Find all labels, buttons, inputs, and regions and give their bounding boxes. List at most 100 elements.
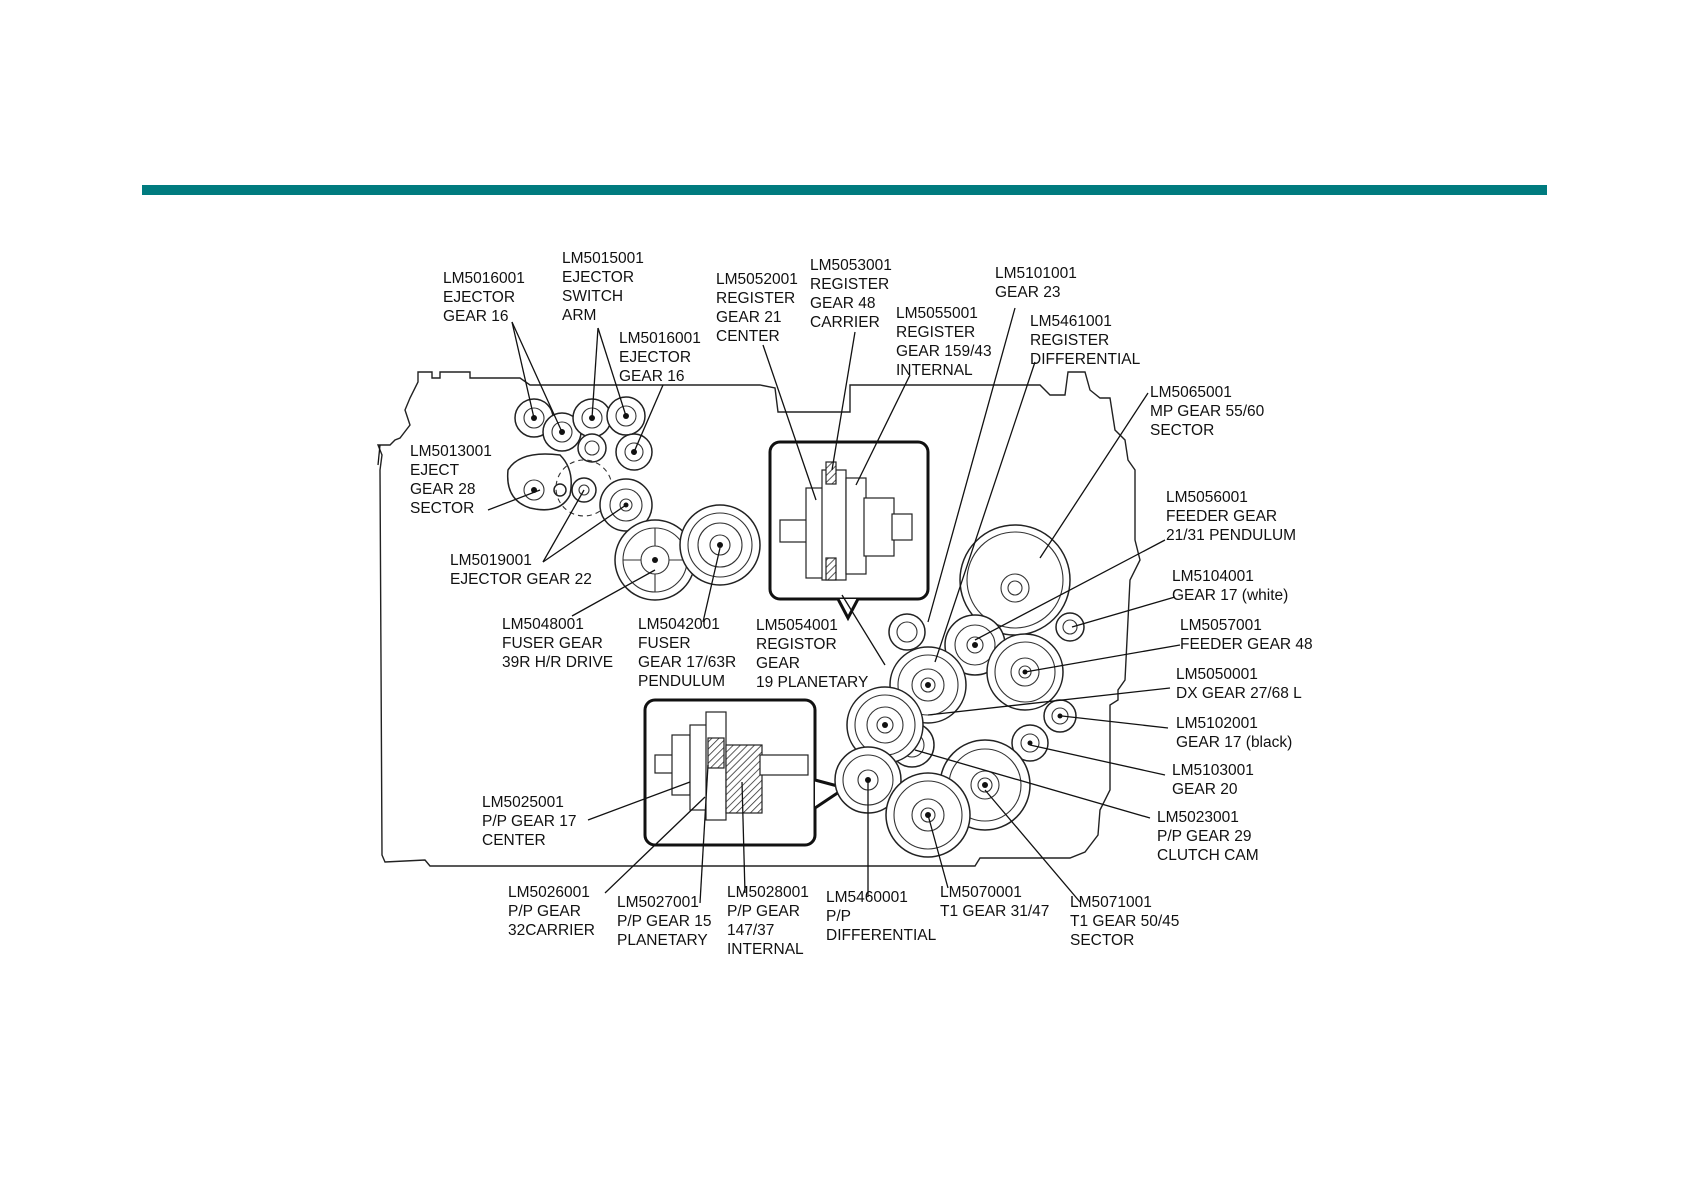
callout-line: GEAR 17/63R <box>638 654 736 671</box>
callout-line: GEAR 28 <box>410 481 475 498</box>
leader-lines <box>487 307 1181 904</box>
callout-line: T1 GEAR 50/45 <box>1070 913 1179 930</box>
callout-line: LM5016001 <box>443 270 525 287</box>
callout-line: LM5050001 <box>1176 666 1258 683</box>
callout-line: 32CARRIER <box>508 922 595 939</box>
callout-line: GEAR 17 (white) <box>1172 587 1288 604</box>
callout-line: P/P GEAR 17 <box>482 813 576 830</box>
callout-t131: LM5070001 T1 GEAR 31/47 <box>940 884 1049 920</box>
callout-line: EJECTOR GEAR 22 <box>450 571 592 588</box>
callout-line: P/P GEAR <box>508 903 581 920</box>
callout-line: LM5461001 <box>1030 313 1112 330</box>
callout-line: EJECTOR <box>619 349 691 366</box>
main-gear-train <box>834 524 1085 858</box>
callout-line: P/P GEAR 15 <box>617 913 711 930</box>
header-bar <box>142 185 1547 195</box>
callout-line: LM5023001 <box>1157 809 1239 826</box>
callout-line: P/P <box>826 908 851 925</box>
callout-line: GEAR 16 <box>619 368 684 385</box>
callout-line: 21/31 PENDULUM <box>1166 527 1296 544</box>
callout-line: REGISTER <box>1030 332 1109 349</box>
callout-line: CLUTCH CAM <box>1157 847 1259 864</box>
callout-line: LM5071001 <box>1070 894 1152 911</box>
callout-line: LM5053001 <box>810 257 892 274</box>
callout-line: LM5065001 <box>1150 384 1232 401</box>
callout-line: T1 GEAR 31/47 <box>940 903 1049 920</box>
callout-line: 39R H/R DRIVE <box>502 654 613 671</box>
callout-line: REGISTER <box>896 324 975 341</box>
callout-line: REGISTER <box>810 276 889 293</box>
callout-line: EJECTOR <box>562 269 634 286</box>
callout-line: LM5460001 <box>826 889 908 906</box>
callout-dx: LM5050001 DX GEAR 27/68 L <box>1176 666 1302 702</box>
callout-line: DIFFERENTIAL <box>826 927 937 944</box>
callout-line: P/P GEAR 29 <box>1157 828 1251 845</box>
callout-line: LM5102001 <box>1176 715 1258 732</box>
callout-line: GEAR 23 <box>995 284 1060 301</box>
callout-line: REGISTOR <box>756 636 837 653</box>
callout-line: LM5027001 <box>617 894 699 911</box>
callout-line: P/P GEAR <box>727 903 800 920</box>
callout-line: LM5070001 <box>940 884 1022 901</box>
callout-line: 147/37 <box>727 922 774 939</box>
callout-line: PENDULUM <box>638 673 725 690</box>
callout-line: GEAR 48 <box>810 295 875 312</box>
callout-line: PLANETARY <box>617 932 708 949</box>
callout-line: CENTER <box>716 328 780 345</box>
callout-line: SECTOR <box>1070 932 1134 949</box>
callout-line: GEAR 20 <box>1172 781 1238 798</box>
callout-line: 19 PLANETARY <box>756 674 868 691</box>
callout-line: LM5101001 <box>995 265 1077 282</box>
callout-line: LM5013001 <box>410 443 492 460</box>
callout-line: FUSER <box>638 635 691 652</box>
callout-line: LM5048001 <box>502 616 584 633</box>
callout-line: CENTER <box>482 832 546 849</box>
callout-line: GEAR <box>756 655 800 672</box>
callout-line: SECTOR <box>410 500 474 517</box>
callout-line: LM5015001 <box>562 250 644 267</box>
callout-line: LM5055001 <box>896 305 978 322</box>
callout-line: GEAR 21 <box>716 309 781 326</box>
callout-line: GEAR 159/43 <box>896 343 992 360</box>
callout-line: INTERNAL <box>896 362 973 379</box>
callout-line: GEAR 16 <box>443 308 508 325</box>
register-leader <box>841 594 886 666</box>
callout-line: INTERNAL <box>727 941 804 958</box>
callout-line: LM5052001 <box>716 271 798 288</box>
callout-line: DX GEAR 27/68 L <box>1176 685 1302 702</box>
callout-line: LM5028001 <box>727 884 809 901</box>
frame-edge <box>377 444 381 466</box>
callout-line: LM5056001 <box>1166 489 1248 506</box>
callout-line: FEEDER GEAR <box>1166 508 1277 525</box>
callout-line: SECTOR <box>1150 422 1214 439</box>
callout-line: ARM <box>562 307 596 324</box>
callout-line: SWITCH <box>562 288 623 305</box>
callout-line: LM5016001 <box>619 330 701 347</box>
callout-line: EJECTOR <box>443 289 515 306</box>
callout-line: LM5025001 <box>482 794 564 811</box>
callout-line: FUSER GEAR <box>502 635 603 652</box>
callout-line: LM5104001 <box>1172 568 1254 585</box>
